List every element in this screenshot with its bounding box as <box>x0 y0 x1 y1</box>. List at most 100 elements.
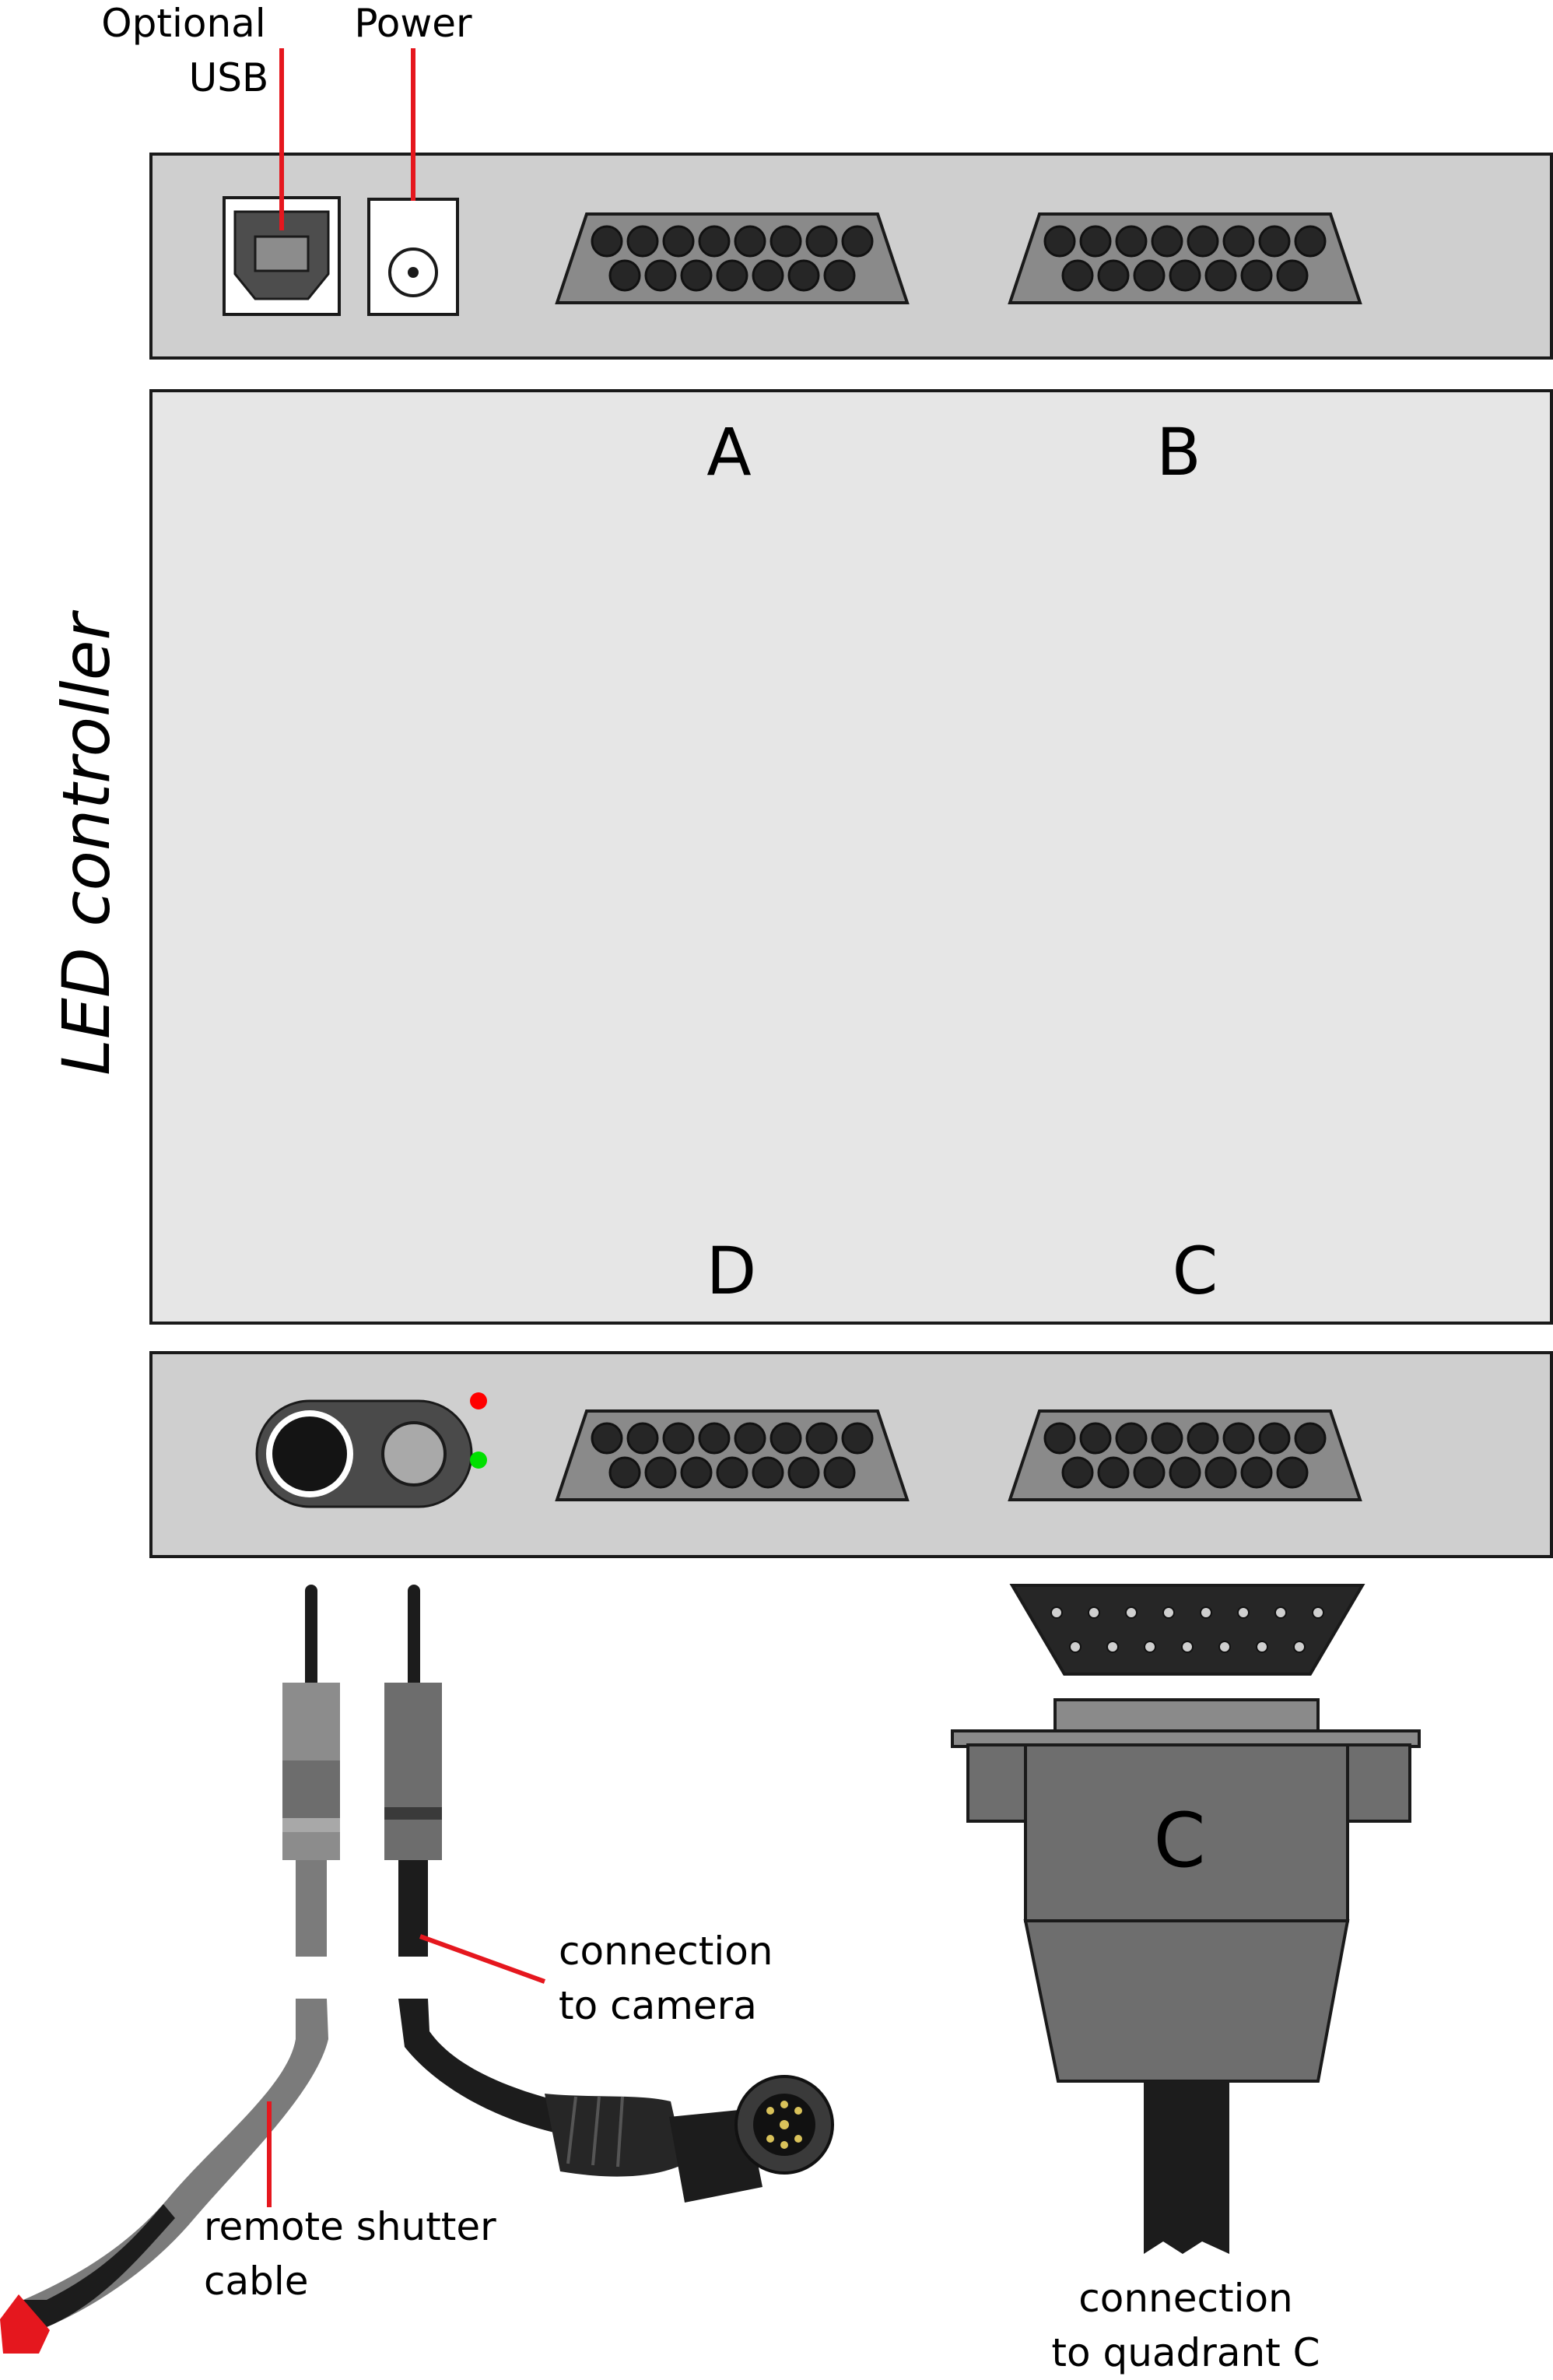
remote-shutter-cable <box>0 1585 340 2354</box>
db15-pin <box>1276 1456 1309 1489</box>
db15-pin <box>1258 225 1291 258</box>
usb-label-line1: Optional <box>101 1 265 46</box>
device-title: LED controller <box>48 610 124 1076</box>
controller-box <box>149 389 1553 1325</box>
db15-pin <box>1181 1641 1194 1653</box>
db15-shell <box>1009 1584 1365 1676</box>
port-c-label: C <box>1173 1233 1218 1309</box>
db15-connector-icon <box>555 1409 910 1501</box>
db15-connector-icon <box>1008 212 1362 304</box>
db15-pin <box>1276 259 1309 292</box>
db15-pin <box>1151 225 1183 258</box>
shutter-label-line2: cable <box>204 2259 309 2304</box>
db15-plug-body <box>951 1698 1421 2260</box>
db15-pin <box>1200 1606 1212 1619</box>
camera-label-line1: connection <box>559 1929 773 1974</box>
db15-pin <box>1274 1606 1287 1619</box>
db15-pin <box>1133 1456 1166 1489</box>
power-jack-icon <box>367 198 459 316</box>
db15-pin <box>787 259 820 292</box>
db15-pin <box>1088 1606 1100 1619</box>
quadrant-label-line2: to quadrant C <box>1051 2330 1320 2375</box>
db15-pin <box>1133 259 1166 292</box>
db15-pin <box>1258 1422 1291 1455</box>
db15-pin <box>1125 1606 1138 1619</box>
db15-pin <box>1097 1456 1130 1489</box>
db15-pin <box>1240 1456 1273 1489</box>
db15-pin <box>1151 1422 1183 1455</box>
db15-pin <box>716 259 748 292</box>
camera-connection-cable <box>384 1585 834 2203</box>
db15-pin <box>805 1422 838 1455</box>
port-b-label: B <box>1156 414 1201 490</box>
db15-pin <box>823 1456 856 1489</box>
db15-pin <box>608 259 641 292</box>
db15-pin <box>1079 1422 1112 1455</box>
db15-pin <box>662 225 695 258</box>
db15-pin <box>1061 259 1094 292</box>
db15-pin <box>644 259 677 292</box>
db15-pin <box>591 1422 623 1455</box>
audio-jack-icon <box>255 1399 473 1508</box>
db15-pin <box>841 225 874 258</box>
db15-pin <box>787 1456 820 1489</box>
power-label: Power <box>354 1 472 46</box>
db15-pin <box>1293 1641 1306 1653</box>
port-a-label: A <box>706 414 751 490</box>
db15-pin <box>1237 1606 1250 1619</box>
db15-pin <box>1312 1606 1324 1619</box>
port-d-label: D <box>706 1233 757 1309</box>
db15-pin <box>1169 259 1201 292</box>
db15-pin <box>1294 225 1327 258</box>
db15-pin <box>1162 1606 1175 1619</box>
db15-pin <box>805 225 838 258</box>
db15-pin <box>1222 1422 1255 1455</box>
db15-pin <box>1050 1606 1063 1619</box>
db15-pin <box>1187 1422 1219 1455</box>
db15-pin <box>823 259 856 292</box>
db15-plug-face-icon <box>1009 1584 1365 1676</box>
db15-pin <box>1169 1456 1201 1489</box>
db15-pin <box>1097 259 1130 292</box>
db15-pin <box>752 259 784 292</box>
db15-pin <box>698 225 731 258</box>
db15-pin <box>1043 1422 1076 1455</box>
db15-pin <box>1069 1641 1081 1653</box>
db15-pin <box>1204 1456 1237 1489</box>
db15-connector-icon <box>555 212 910 304</box>
plug-letter: C <box>1153 1797 1205 1884</box>
led-indicator-icon <box>470 1392 487 1409</box>
db15-pin <box>1187 225 1219 258</box>
db15-pin <box>734 225 766 258</box>
db15-pin <box>734 1422 766 1455</box>
db15-pin <box>1204 259 1237 292</box>
db15-pin <box>1218 1641 1231 1653</box>
led-indicator-icon <box>470 1452 487 1469</box>
db15-pin <box>1144 1641 1156 1653</box>
camera-label-line2: to camera <box>559 1983 757 2028</box>
db15-pin <box>1115 225 1148 258</box>
db15-pin <box>1240 259 1273 292</box>
db15-pin <box>680 1456 713 1489</box>
db15-pin <box>591 225 623 258</box>
db15-pin <box>769 1422 802 1455</box>
db15-pin <box>662 1422 695 1455</box>
db15-pin <box>1256 1641 1268 1653</box>
shutter-label-line1: remote shutter <box>204 2204 496 2249</box>
db15-pin <box>680 259 713 292</box>
camera-callout-line <box>419 1934 546 1984</box>
quadrant-label-line1: connection <box>1078 2276 1293 2321</box>
db15-pin <box>1043 225 1076 258</box>
db15-pin <box>1061 1456 1094 1489</box>
db15-pin <box>626 225 659 258</box>
db15-pin <box>752 1456 784 1489</box>
db15-pin <box>1294 1422 1327 1455</box>
usb-label-line2: USB <box>189 55 269 100</box>
db15-connector-icon <box>1008 1409 1362 1501</box>
db15-pin <box>626 1422 659 1455</box>
db15-pin <box>1106 1641 1119 1653</box>
db15-pin <box>841 1422 874 1455</box>
db15-pin <box>769 225 802 258</box>
db15-pin <box>1115 1422 1148 1455</box>
